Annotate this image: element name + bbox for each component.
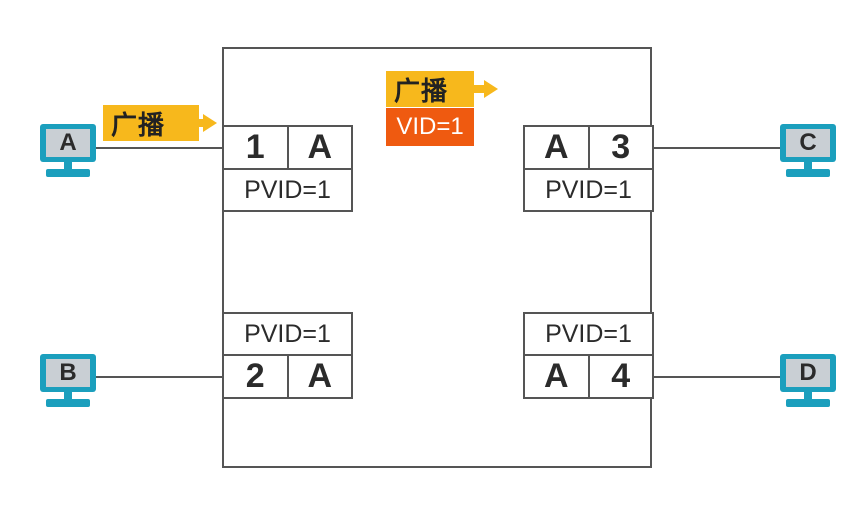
- host-d-label: D: [786, 359, 830, 387]
- link-port4-d: [652, 376, 780, 378]
- host-a: A: [38, 124, 98, 184]
- link-port3-c: [652, 147, 780, 149]
- port-4-number: 4: [587, 356, 653, 397]
- port-4-pvid: PVID=1: [523, 312, 654, 356]
- vid-tag: VID=1: [386, 108, 474, 146]
- port-1-table: 1 A: [222, 125, 353, 170]
- host-b: B: [38, 354, 98, 414]
- ingress-broadcast-frame: 广播: [103, 105, 199, 141]
- port-2-pvid: PVID=1: [222, 312, 353, 356]
- host-d: D: [778, 354, 838, 414]
- port-4-vlan: A: [543, 357, 569, 395]
- host-c-label: C: [786, 129, 830, 157]
- computer-monitor-icon: A: [40, 124, 96, 162]
- computer-monitor-icon: C: [780, 124, 836, 162]
- link-a-port1: [96, 147, 222, 149]
- port-3-table: A 3: [523, 125, 654, 170]
- host-b-label: B: [46, 359, 90, 387]
- host-c: C: [778, 124, 838, 184]
- host-a-label: A: [46, 129, 90, 157]
- port-1-vlan: A: [286, 127, 352, 168]
- computer-monitor-icon: B: [40, 354, 96, 392]
- port-3-vlan: A: [543, 128, 569, 166]
- port-2-number: 2: [245, 357, 265, 395]
- port-1-number: 1: [245, 128, 265, 166]
- port-4-table: A 4: [523, 354, 654, 399]
- switch-arrow-stem: [470, 85, 484, 93]
- link-b-port2: [96, 376, 222, 378]
- port-1-pvid: PVID=1: [222, 168, 353, 212]
- right-arrow-icon: [484, 80, 498, 98]
- port-2-table: 2 A: [222, 354, 353, 399]
- computer-monitor-icon: D: [780, 354, 836, 392]
- port-2-vlan: A: [286, 356, 352, 397]
- right-arrow-icon: [203, 114, 217, 132]
- port-3-pvid: PVID=1: [523, 168, 654, 212]
- port-3-number: 3: [587, 127, 653, 168]
- switch-broadcast-frame: 广播: [386, 71, 474, 107]
- ingress-arrow-stem: [193, 119, 203, 127]
